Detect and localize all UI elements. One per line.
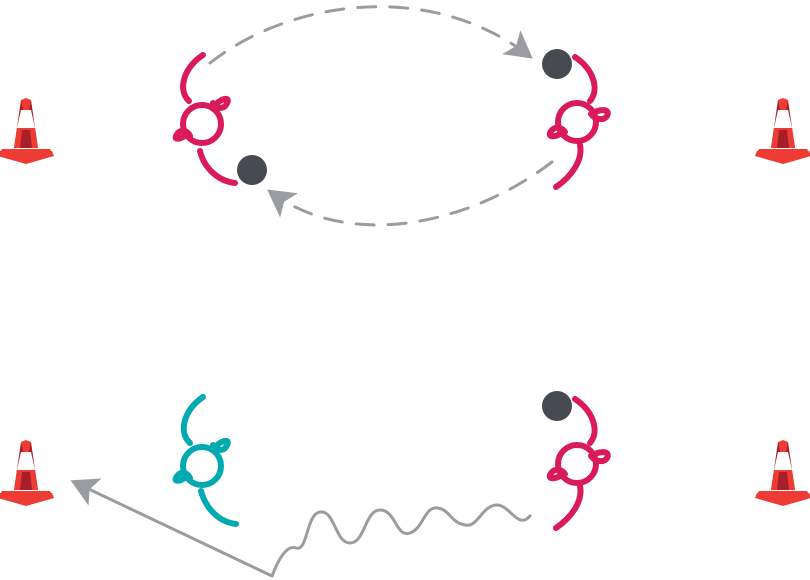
ball-icon xyxy=(237,155,267,185)
run-path xyxy=(70,478,274,578)
dribble-path xyxy=(270,503,532,578)
traffic-cone-icon xyxy=(0,98,54,164)
traffic-cone-icon xyxy=(0,440,54,506)
player-topdown-icon xyxy=(172,52,238,186)
ball-icon xyxy=(542,391,572,421)
player-topdown-icon xyxy=(546,396,611,531)
traffic-cone-icon xyxy=(755,440,810,506)
ball-icon xyxy=(542,49,572,79)
pass-path-bottom xyxy=(267,160,554,227)
player-topdown-icon xyxy=(546,54,611,190)
pass-path-top xyxy=(208,5,533,65)
traffic-cone-icon xyxy=(755,98,810,164)
player-topdown-icon xyxy=(172,394,239,527)
